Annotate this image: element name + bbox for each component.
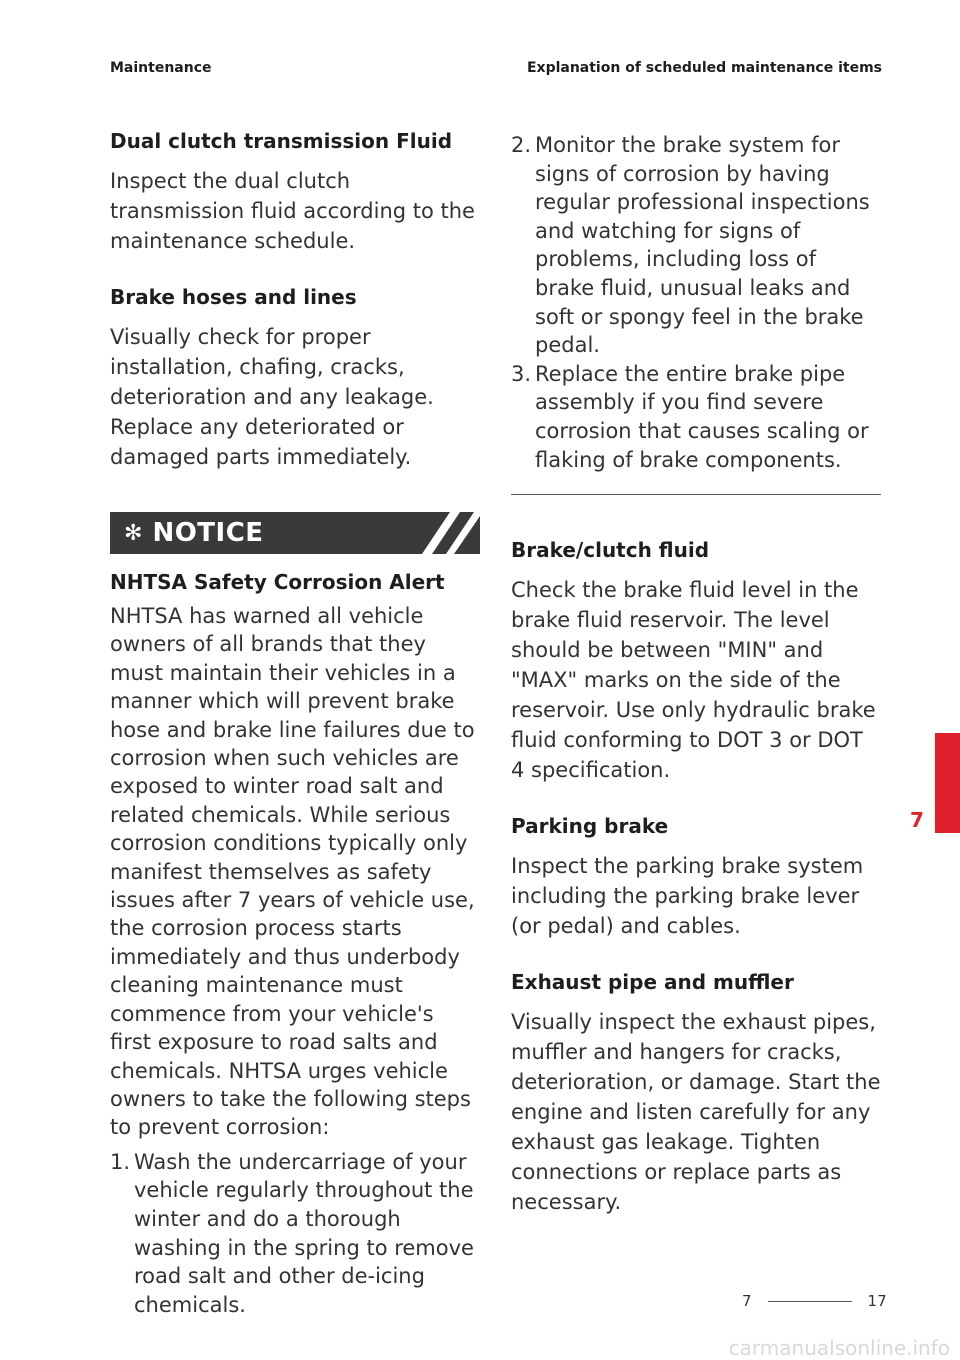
alert-text: NHTSA has warned all vehicle owners of a… [110, 604, 475, 1140]
brake-hoses-heading: Brake hoses and lines [110, 285, 357, 309]
list-item: 3. Replace the entire brake pipe assembl… [511, 361, 869, 472]
brake-fluid-text: Check the brake fluid level in the brake… [511, 578, 876, 783]
dct-heading: Dual clutch transmission Fluid [110, 129, 453, 153]
exhaust-text: Visually inspect the exhaust pipes, muff… [511, 1010, 881, 1215]
brake-hoses-section: Brake hoses and lines Visually check for… [110, 284, 480, 472]
parking-brake-section: Parking brake Inspect the parking brake … [511, 813, 881, 941]
footer-page-number: 17 [867, 1292, 887, 1310]
brake-fluid-section: Brake/clutch fluid Check the brake fluid… [511, 537, 881, 785]
header-page-title: Explanation of scheduled maintenance ite… [526, 60, 882, 76]
section-divider [511, 494, 881, 496]
parking-brake-heading: Parking brake [511, 814, 669, 839]
notice-label: NOTICE [152, 518, 264, 548]
alert-heading: NHTSA Safety Corrosion Alert [110, 570, 445, 594]
right-column: 2. Monitor the brake system for signs of… [511, 131, 881, 1245]
chapter-tab [935, 733, 960, 833]
header-section-title: Maintenance [110, 60, 212, 76]
notice-stripes-decoration [420, 512, 480, 554]
corrosion-steps-list-part1: 1. Wash the undercarriage of your vehicl… [110, 1148, 480, 1320]
parking-brake-text: Inspect the parking brake system includi… [511, 854, 864, 939]
dct-text: Inspect the dual clutch transmission flu… [110, 169, 475, 253]
list-item: 1. Wash the undercarriage of your vehicl… [110, 1149, 474, 1317]
corrosion-steps-list-part2: 2. Monitor the brake system for signs of… [511, 131, 881, 474]
exhaust-section: Exhaust pipe and muffler Visually inspec… [511, 969, 881, 1217]
left-column: Dual clutch transmission Fluid Inspect t… [110, 128, 480, 1319]
list-item: 2. Monitor the brake system for signs of… [511, 133, 870, 358]
brake-fluid-heading: Brake/clutch fluid [511, 538, 710, 563]
footer-chapter-number: 7 [742, 1292, 752, 1310]
page-footer: 7 17 [742, 1292, 887, 1310]
dct-section: Dual clutch transmission Fluid Inspect t… [110, 128, 480, 256]
brake-hoses-text: Visually check for proper installation, … [110, 325, 434, 469]
notice-banner: ✻ NOTICE [110, 512, 480, 554]
watermark: carmanualsonline.info [728, 1336, 950, 1360]
chapter-tab-number: 7 [910, 808, 924, 832]
snowflake-icon: ✻ [124, 520, 143, 546]
exhaust-heading: Exhaust pipe and muffler [511, 970, 794, 995]
footer-divider [767, 1300, 852, 1302]
